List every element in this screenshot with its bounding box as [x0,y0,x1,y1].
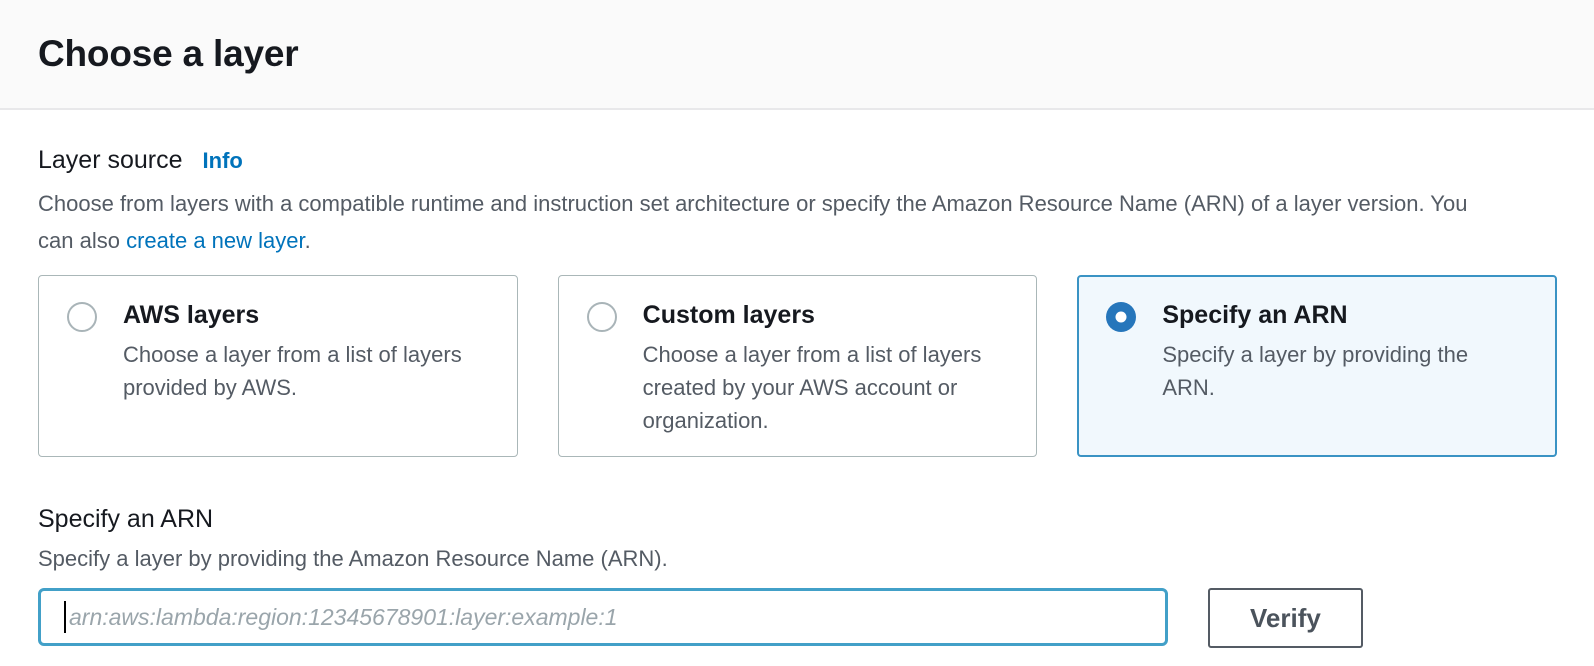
create-new-layer-link[interactable]: create a new layer [126,228,305,253]
option-description: Choose a layer from a list of layers cre… [642,342,982,433]
panel-header: Choose a layer [0,0,1594,110]
option-title: Custom layers [642,301,815,329]
text-caret [64,601,66,633]
option-card-custom-layers[interactable]: Custom layers Choose a layer from a list… [557,275,1038,457]
option-title: AWS layers [123,301,260,329]
info-link[interactable]: Info [202,148,243,173]
option-description: Specify a layer by providing the ARN. [1162,342,1469,400]
arn-input-wrapper [38,588,1168,646]
layer-source-label-row: Layer source Info [38,146,1557,175]
specify-arn-section: Specify an ARN Specify a layer by provid… [38,505,1557,648]
option-card-text: AWS layers Choose a layer from a list of… [123,298,473,404]
layer-source-section: Layer source Info Choose from layers wit… [0,110,1594,648]
radio-button-icon[interactable] [586,302,617,332]
layer-source-description: Choose from layers with a compatible run… [38,185,1508,259]
specify-arn-title: Specify an ARN [38,505,214,533]
description-text-before: Choose from layers with a compatible run… [38,191,1468,253]
page-title: Choose a layer [38,33,299,74]
option-card-specify-arn[interactable]: Specify an ARN Specify a layer by provid… [1077,275,1558,457]
option-description: Choose a layer from a list of layers pro… [123,342,462,400]
arn-input[interactable] [38,588,1168,646]
description-text-after: . [304,228,311,253]
option-card-text: Custom layers Choose a layer from a list… [643,298,993,437]
radio-button-icon[interactable] [67,302,97,332]
layer-source-label: Layer source [38,146,183,174]
specify-arn-description: Specify a layer by providing the Amazon … [38,546,668,571]
layer-source-options: AWS layers Choose a layer from a list of… [38,275,1558,457]
arn-input-row: Verify [38,588,1557,648]
option-card-text: Specify an ARN Specify a layer by provid… [1162,298,1512,404]
option-card-aws-layers[interactable]: AWS layers Choose a layer from a list of… [38,275,518,457]
option-title: Specify an ARN [1162,301,1348,329]
radio-button-selected-icon[interactable] [1106,302,1137,332]
verify-button[interactable]: Verify [1208,588,1363,648]
